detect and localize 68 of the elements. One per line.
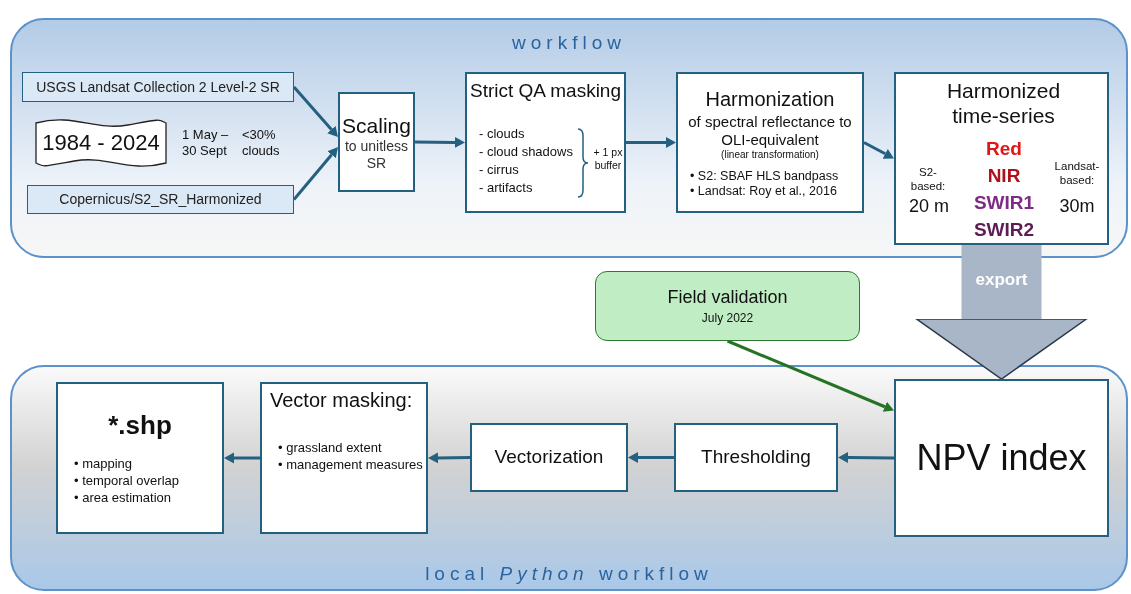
process-box: [894, 379, 1109, 537]
box-subtitle: to unitless SR: [343, 137, 409, 172]
list-item: • mapping: [74, 456, 134, 472]
arrow: [292, 86, 338, 137]
process-box: [338, 92, 415, 192]
list-item: - artifacts: [479, 180, 533, 196]
arrow: [224, 452, 260, 464]
resolution-label: S2-based:: [909, 166, 947, 194]
box-title: Strict QA masking: [469, 80, 622, 103]
date-range: 1984 - 2024: [42, 129, 160, 157]
list-item: • grassland extent: [278, 440, 383, 456]
list-item: - clouds: [479, 126, 525, 142]
list-item: • temporal overlap: [74, 473, 180, 489]
list-item: • Landsat: Roy et al., 2016: [690, 183, 837, 199]
document-shape: [34, 117, 168, 169]
note-text: <30% clouds: [242, 127, 281, 159]
process-box: [674, 423, 838, 492]
list-item: • management measures: [278, 457, 424, 473]
file-type-title: *.shp: [107, 410, 173, 442]
box-title: NPV index: [916, 436, 1087, 480]
process-box: [676, 72, 864, 213]
process-box: [465, 72, 626, 213]
arrow: [415, 136, 465, 148]
note-text: (linear transformation): [721, 148, 819, 161]
workflow-panel: [10, 365, 1128, 591]
band-name: NIR: [986, 165, 1022, 188]
arrow: [292, 147, 338, 201]
box-title: Harmonized time-series: [945, 78, 1062, 129]
block-arrow: [915, 245, 1088, 380]
process-box: [56, 382, 224, 534]
arrow: [838, 452, 894, 464]
list-item: • area estimation: [74, 490, 173, 506]
box-title: Harmonization: [705, 86, 835, 111]
validation-box: [595, 271, 860, 341]
box-title: Scaling: [342, 112, 411, 138]
box-label: Thresholding: [701, 446, 811, 469]
note-text: + 1 px buffer: [592, 146, 624, 172]
list-item: • S2: SBAF HLS bandpass: [690, 168, 839, 184]
resolution-label: Landsat-based:: [1053, 160, 1101, 188]
panel-title: local Python workflow: [424, 563, 714, 586]
process-box: [470, 423, 628, 492]
arrow: [628, 452, 674, 463]
box-subtitle: of spectral reflectance to OLI-equivalent: [687, 112, 853, 149]
note-text: 1 May – 30 Sept: [182, 127, 230, 159]
box-label: USGS Landsat Collection 2 Level-2 SR: [36, 78, 280, 96]
box-label: Copernicus/S2_SR_Harmonized: [59, 191, 262, 208]
workflow-panel: [10, 18, 1128, 258]
box-subtitle: July 2022: [701, 311, 754, 326]
band-name: Red: [985, 138, 1023, 161]
arrow: [428, 452, 470, 464]
band-name: SWIR1: [972, 192, 1036, 215]
process-box: [260, 382, 428, 534]
data-source-box: [27, 185, 294, 214]
arrow: [626, 137, 676, 148]
list-item: - cirrus: [479, 162, 519, 178]
list-item: - cloud shadows: [479, 144, 573, 160]
edge-label: export: [974, 270, 1029, 291]
arrow: [726, 339, 894, 412]
resolution-value: 30m: [1058, 196, 1096, 218]
data-source-box: [22, 72, 294, 102]
panel-title: workflow: [511, 32, 627, 55]
box-title: Vector masking:: [270, 388, 413, 412]
process-box: [894, 72, 1109, 245]
arrow: [863, 141, 894, 159]
box-label: Vectorization: [494, 446, 604, 469]
band-name: SWIR2: [972, 219, 1036, 242]
resolution-value: 20 m: [908, 196, 950, 218]
box-title: Field validation: [667, 286, 788, 309]
